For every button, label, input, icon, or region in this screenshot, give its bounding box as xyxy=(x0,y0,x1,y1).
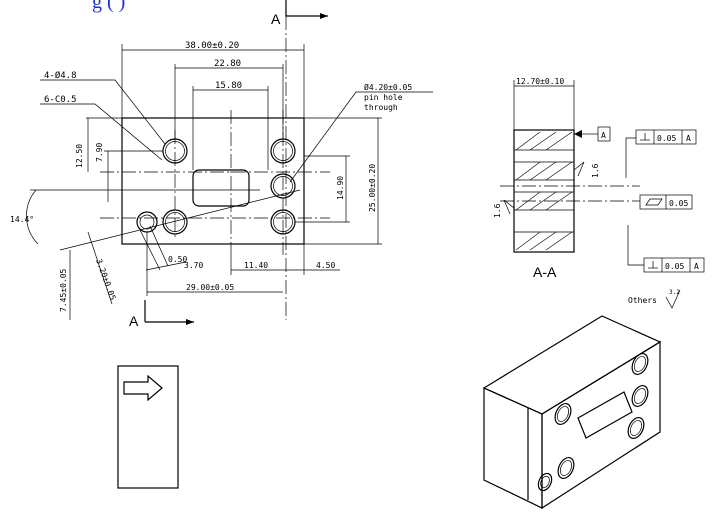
roughness-left: 1.6 xyxy=(493,203,502,218)
roughness-symbol-right xyxy=(573,161,585,177)
pin-hole-note-2: through xyxy=(364,103,398,112)
dim-height-small: 7.90 xyxy=(95,143,104,162)
tol-perp-top-ref: A xyxy=(686,134,691,143)
tol-flat: 0.05 xyxy=(669,199,688,208)
dim-height-top: 12.50 xyxy=(75,144,84,168)
iso-slot xyxy=(577,391,633,439)
dim-offset-x: 11.40 xyxy=(244,261,268,270)
center-slot xyxy=(192,169,250,207)
dim-slot-width: 15.80 xyxy=(215,81,242,91)
section-outline xyxy=(513,129,575,253)
right-arrow-icon xyxy=(123,374,163,402)
dim-offset-2: 3.20±0.05 xyxy=(94,258,117,302)
dim-angle: 14.4° xyxy=(10,215,34,224)
section-label-bottom: A xyxy=(129,313,139,329)
dim-chamfer-spec: 6-C0.5 xyxy=(44,95,77,105)
dim-width-overall: 38.00±0.20 xyxy=(185,41,239,51)
dim-holes-spec: 4-Ø4.8 xyxy=(44,70,77,81)
hole-bottom-left xyxy=(162,209,188,235)
section-label-top: A xyxy=(271,11,281,27)
dim-small-2: 3.70 xyxy=(184,261,203,270)
datum-label: A xyxy=(601,131,606,140)
leader-pin-hole xyxy=(289,91,433,183)
roughness-right: 1.6 xyxy=(591,163,600,178)
iso-left-face xyxy=(483,387,543,509)
hole-mid-right xyxy=(270,173,296,199)
tol-perp-bottom-ref: A xyxy=(694,262,699,271)
dim-edge-x: 4.50 xyxy=(316,261,335,270)
tol-perp-bottom: 0.05 xyxy=(665,262,684,271)
leader-holes xyxy=(40,79,166,145)
section-view: 12.70±0.10 A 1.6 1.6 0.05 A 0.05 0.05 A … xyxy=(493,77,705,309)
dim-offset-1: 7.45±0.05 xyxy=(59,268,68,312)
title-fragment: g ( ) xyxy=(92,0,125,13)
others-roughness-icon xyxy=(665,289,681,309)
dim-height-overall: 25.00±0.20 xyxy=(368,164,377,212)
leader-chamfer xyxy=(40,103,163,161)
iso-front-face xyxy=(541,340,661,510)
others-roughness: 3.2 xyxy=(669,289,680,296)
datum-box xyxy=(597,126,611,142)
isometric-view xyxy=(482,315,662,510)
others-label: Others xyxy=(628,296,657,305)
pin-hole-small xyxy=(136,211,158,233)
pin-hole-note-1: pin hole xyxy=(364,93,403,102)
section-title: A-A xyxy=(533,264,557,280)
tol-frame-top xyxy=(635,129,697,145)
part-outline xyxy=(121,117,305,245)
iso-holes xyxy=(537,353,649,492)
section-hatch xyxy=(515,131,573,251)
roughness-symbol-left xyxy=(503,199,515,215)
tol-perp-top: 0.05 xyxy=(657,134,676,143)
tol-frame-bottom xyxy=(643,257,705,273)
section-line-top xyxy=(285,0,328,17)
dim-width-pins: 29.00±0.05 xyxy=(186,283,234,292)
dim-small-1: 0.50 xyxy=(168,255,187,264)
dim-width-inner: 22.80 xyxy=(214,59,241,69)
dim-thickness: 12.70±0.10 xyxy=(516,77,564,86)
dim-pin-hole-spec: Ø4.20±0.05 xyxy=(364,82,412,92)
orientation-box xyxy=(117,365,179,489)
front-view: A A 38.00±0.20 22.80 15.80 4-Ø4.8 6-C0.5… xyxy=(10,0,433,329)
dim-height-inner: 14.90 xyxy=(336,176,345,200)
